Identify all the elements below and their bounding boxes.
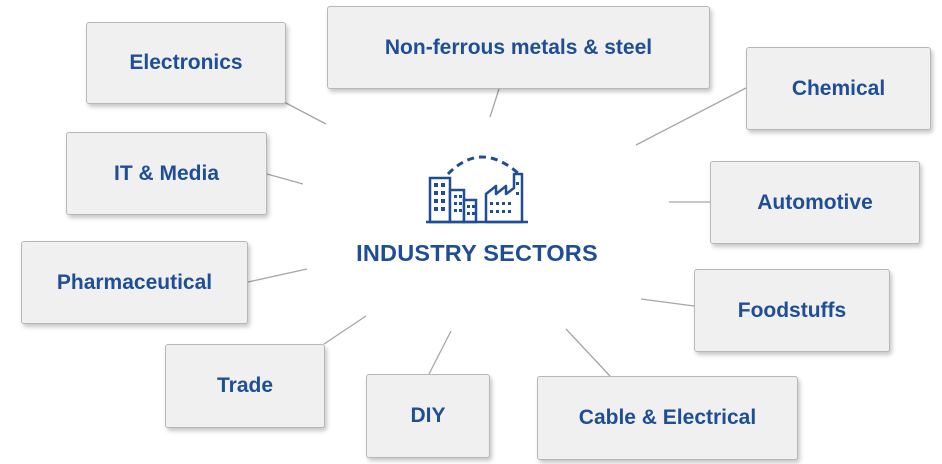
sector-box-trade: Trade <box>165 344 325 428</box>
connector-electronics <box>283 101 327 125</box>
sector-box-chemical: Chemical <box>746 47 931 130</box>
sector-box-diy: DIY <box>366 374 490 458</box>
sector-box-it-media: IT & Media <box>66 132 267 215</box>
center-title: INDUSTRY SECTORS <box>356 240 598 266</box>
factory-icon <box>426 155 528 224</box>
sector-box-automotive: Automotive <box>710 161 920 244</box>
connector-non-ferrous <box>489 88 500 118</box>
connector-trade <box>323 315 367 345</box>
connector-diy <box>428 330 452 375</box>
sector-box-electronics: Electronics <box>86 22 286 104</box>
connector-cable <box>565 328 611 377</box>
sector-box-pharmaceutical: Pharmaceutical <box>21 241 248 324</box>
sector-box-non-ferrous-metals-steel: Non-ferrous metals & steel <box>327 6 710 89</box>
sector-box-foodstuffs: Foodstuffs <box>694 269 890 352</box>
connector-foodstuffs <box>640 298 695 307</box>
sector-box-cable-electrical: Cable & Electrical <box>537 376 798 460</box>
connector-it-media <box>266 173 304 185</box>
connector-chemical <box>635 87 747 146</box>
connector-pharmaceutical <box>247 268 308 283</box>
